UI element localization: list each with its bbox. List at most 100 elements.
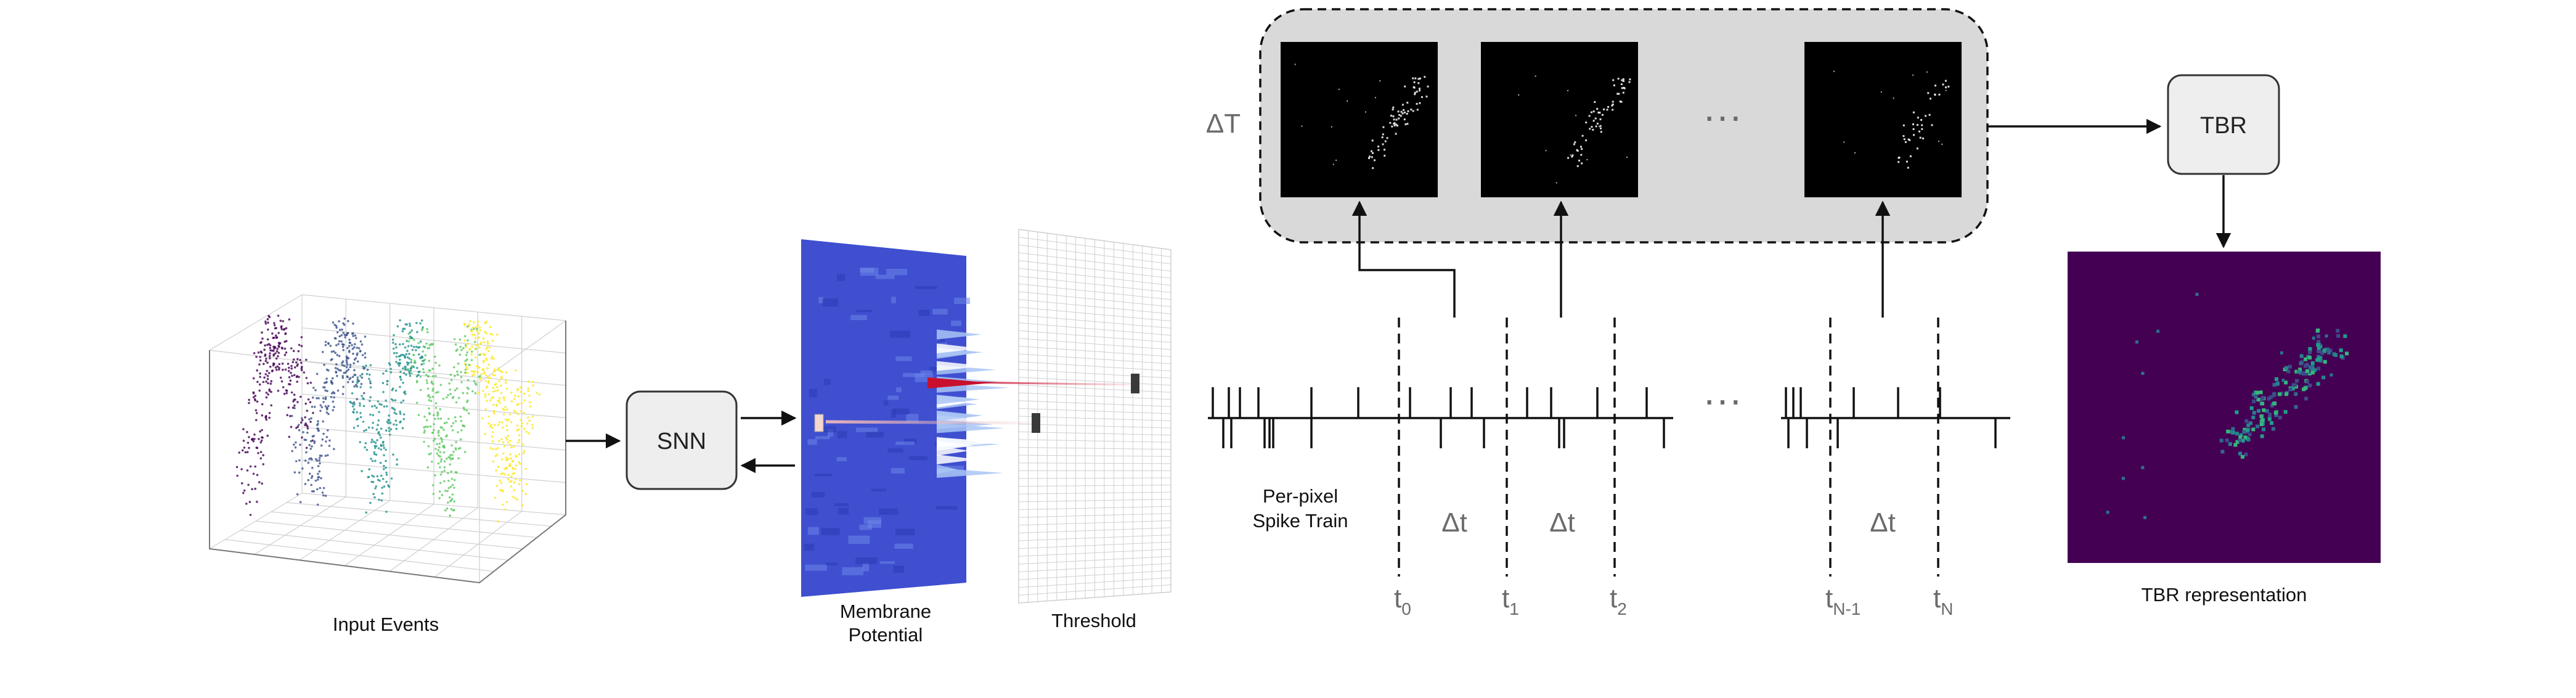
tbr-pixel <box>2242 430 2246 434</box>
event-point <box>505 387 508 390</box>
threshold-gridline <box>1018 400 1172 407</box>
event-point <box>507 435 510 437</box>
event-point <box>426 375 430 378</box>
event-point <box>476 320 479 323</box>
event-point <box>261 403 264 406</box>
event-point <box>498 421 501 424</box>
event-point <box>450 470 452 473</box>
event-point <box>438 430 440 432</box>
event-point <box>377 447 380 450</box>
event-point <box>351 344 353 347</box>
event-point <box>276 348 279 350</box>
event-point <box>293 471 296 474</box>
event-point <box>527 432 530 435</box>
frame-dot <box>1578 159 1580 162</box>
event-point <box>457 362 460 365</box>
membrane-patch <box>890 331 911 338</box>
event-point <box>375 428 378 431</box>
event-point <box>307 478 310 482</box>
event-point <box>261 414 264 417</box>
event-point <box>483 372 486 375</box>
event-point <box>448 496 451 499</box>
event-point <box>428 343 431 347</box>
event-point <box>411 337 414 340</box>
frame-dot <box>1419 89 1420 92</box>
event-point <box>291 361 295 363</box>
event-point <box>510 446 513 449</box>
event-point <box>281 362 284 365</box>
per-pixel-label-line1: Per-pixel <box>1263 485 1338 507</box>
event-point <box>473 380 476 382</box>
event-point <box>446 421 448 424</box>
event-point <box>383 405 386 408</box>
event-point <box>404 346 407 349</box>
event-point <box>334 367 337 369</box>
cube-gridline <box>344 504 434 566</box>
frame-dot <box>1377 146 1380 148</box>
delta-T-label: ΔT <box>1206 109 1241 139</box>
event-point <box>521 443 524 446</box>
event-point <box>444 509 447 512</box>
membrane-patch <box>893 565 904 573</box>
tbr-pixel <box>2262 408 2266 413</box>
threshold-gridline <box>1018 447 1172 450</box>
event-point <box>407 332 410 335</box>
event-point <box>520 419 522 421</box>
threshold-gridline <box>1018 408 1172 414</box>
event-point <box>484 331 486 333</box>
event-point <box>503 396 505 399</box>
frame-dot <box>1571 154 1574 157</box>
event-point <box>330 396 333 398</box>
event-point <box>354 334 357 337</box>
tbr-pixel <box>2323 359 2327 364</box>
event-point <box>307 398 310 401</box>
event-point <box>273 324 276 327</box>
time-label-t1: t1 <box>1502 583 1519 618</box>
event-point <box>407 340 410 343</box>
event-point <box>386 421 389 423</box>
event-point <box>363 392 365 395</box>
event-point <box>346 375 349 378</box>
event-point <box>471 345 473 348</box>
event-point <box>433 423 435 425</box>
event-point <box>353 346 356 348</box>
event-point <box>389 371 393 374</box>
event-point <box>468 363 471 366</box>
frame-dot <box>1518 94 1520 96</box>
event-point <box>258 481 261 483</box>
event-point <box>422 350 424 353</box>
membrane-patch <box>939 337 945 344</box>
event-point <box>385 399 387 402</box>
tbr-pixel <box>2239 433 2243 437</box>
event-point <box>470 370 473 372</box>
event-point <box>312 490 316 493</box>
event-point <box>305 377 308 379</box>
event-point <box>426 387 430 390</box>
event-point <box>508 464 511 467</box>
event-point <box>452 422 455 424</box>
frame-dot <box>1331 126 1332 128</box>
event-point <box>388 430 391 432</box>
frame-dot <box>1628 81 1631 83</box>
event-point <box>519 386 522 388</box>
event-point <box>264 416 267 419</box>
membrane-spikes <box>927 329 1010 478</box>
event-point <box>365 364 367 367</box>
event-point <box>396 325 399 327</box>
event-point <box>506 408 508 411</box>
event-point <box>351 392 354 395</box>
tbr-pixel <box>2308 347 2312 351</box>
event-point <box>356 376 359 379</box>
event-point <box>353 403 356 406</box>
event-point <box>498 380 500 382</box>
event-point <box>298 429 301 432</box>
event-point <box>256 369 259 372</box>
event-point <box>287 363 290 365</box>
event-point <box>334 351 336 355</box>
event-point <box>265 380 267 383</box>
event-point <box>321 491 324 494</box>
event-point <box>291 406 295 409</box>
membrane-patch <box>895 441 915 445</box>
tbr-pixel <box>2219 438 2223 443</box>
event-point <box>480 373 483 376</box>
